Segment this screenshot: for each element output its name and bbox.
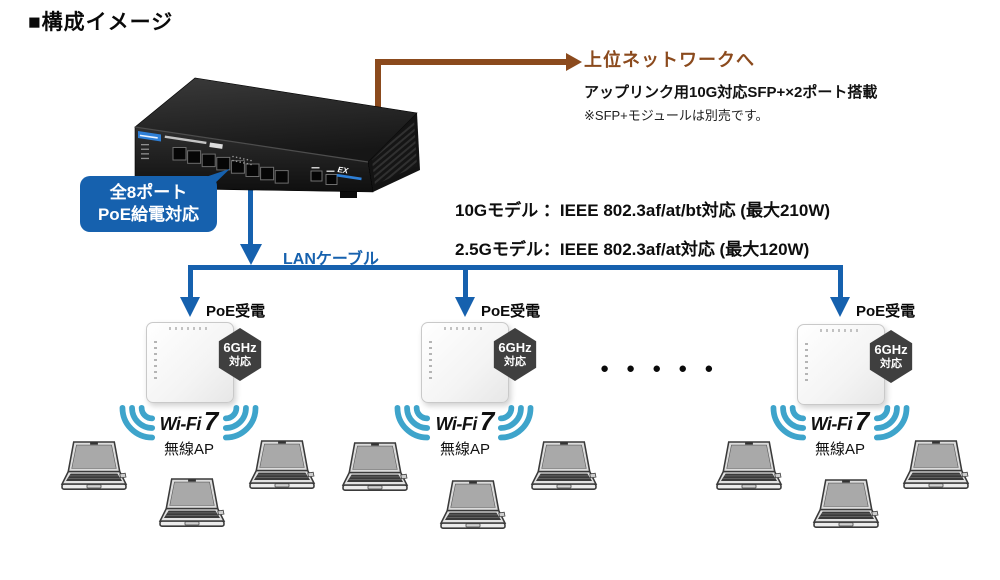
spec-line-10g: 10Gモデル ：IEEE 802.3af/at/bt対応 (最大210W) bbox=[455, 201, 831, 220]
lan-drop-arrowhead-icon bbox=[240, 244, 262, 265]
laptop-icon bbox=[807, 478, 885, 535]
laptop-icon bbox=[153, 477, 231, 534]
badge-taiou-text: 対応 bbox=[504, 355, 526, 368]
ap-top-vents bbox=[169, 327, 209, 330]
wifi-brand-label: Wi-Fi bbox=[159, 414, 202, 434]
ap-vents bbox=[429, 341, 432, 383]
uplink-heading: 上位ネットワークへ bbox=[584, 50, 755, 70]
uplink-note: ※SFP+モジュールは別売です。 bbox=[584, 108, 769, 123]
lan-branch-line-1 bbox=[188, 265, 193, 299]
uplink-subheading: アップリンク用10G対応SFP+×2ポート搭載 bbox=[584, 84, 878, 101]
ap-vents bbox=[154, 341, 157, 383]
poe-switch-image: EX bbox=[134, 77, 420, 198]
svg-text:EX: EX bbox=[337, 165, 350, 176]
poe-receive-label-3: PoE受電 bbox=[856, 303, 916, 320]
lan-branch-arrowhead-icon-2 bbox=[455, 297, 475, 317]
switch-foot bbox=[340, 190, 357, 198]
wifi-brand-label: Wi-Fi bbox=[435, 414, 478, 434]
badge-6ghz-text: 6GHz bbox=[874, 341, 908, 357]
poe-receive-label-1: PoE受電 bbox=[206, 303, 266, 320]
laptop-icon bbox=[525, 440, 603, 497]
wifi-generation-label: 7 bbox=[479, 406, 495, 436]
laptop-icon bbox=[243, 439, 321, 496]
laptop-icon bbox=[897, 439, 975, 496]
uplink-arrow-vertical bbox=[375, 59, 381, 107]
sfp-ports bbox=[310, 167, 338, 185]
laptop-icon bbox=[434, 479, 512, 536]
ex-series-logo: EX bbox=[336, 165, 362, 181]
page-title: ■構成イメージ bbox=[28, 11, 174, 34]
lan-branch-line-3 bbox=[838, 265, 843, 299]
lan-branch-line-2 bbox=[463, 265, 468, 299]
lan-branch-arrowhead-icon-1 bbox=[180, 297, 200, 317]
model-specs: 10Gモデル ：IEEE 802.3af/at/bt対応 (最大210W) 2.… bbox=[455, 196, 830, 274]
wifi-generation-label: 7 bbox=[203, 406, 219, 436]
poe-receive-label-2: PoE受電 bbox=[481, 303, 541, 320]
laptop-icon bbox=[336, 441, 414, 498]
badge-6ghz-text: 6GHz bbox=[223, 339, 257, 355]
badge-taiou-text: 対応 bbox=[229, 355, 251, 368]
ellipsis-dots: ●●●●● bbox=[600, 360, 731, 377]
switch-vents bbox=[372, 119, 417, 185]
callout-line1: 全8ポート bbox=[109, 182, 188, 202]
badge-taiou-text: 対応 bbox=[880, 357, 902, 370]
poe-callout-bubble: 全8ポート PoE給電対応 bbox=[80, 176, 217, 232]
rj45-ports bbox=[172, 147, 289, 184]
ap-top-vents bbox=[820, 329, 860, 332]
port-led-dots bbox=[232, 155, 252, 166]
spec-line-2-5g: 2.5Gモデル：IEEE 802.3af/at対応 (最大120W) bbox=[455, 240, 810, 259]
wifi-generation-label: 7 bbox=[854, 406, 870, 436]
uplink-arrow-horizontal bbox=[375, 59, 568, 65]
wireless-ap-label: 無線AP bbox=[814, 441, 865, 458]
switch-led-legend bbox=[141, 144, 149, 160]
laptop-icon bbox=[55, 440, 133, 497]
lan-drop-line bbox=[248, 188, 253, 244]
uplink-arrowhead-icon bbox=[566, 53, 582, 71]
lan-cable-label: LANケーブル bbox=[283, 251, 379, 268]
wireless-ap-label: 無線AP bbox=[439, 441, 490, 458]
badge-6ghz-1: 6GHz 対応 bbox=[218, 328, 262, 381]
ap-vents bbox=[805, 343, 808, 385]
badge-6ghz-text: 6GHz bbox=[498, 339, 532, 355]
ap-top-vents bbox=[444, 327, 484, 330]
laptop-icon bbox=[710, 440, 788, 497]
wifi-brand-label: Wi-Fi bbox=[810, 414, 853, 434]
callout-line2: PoE給電対応 bbox=[97, 205, 200, 224]
lan-trunk-line bbox=[188, 265, 843, 270]
switch-model-text bbox=[164, 135, 207, 145]
wireless-ap-label: 無線AP bbox=[163, 441, 214, 458]
lan-branch-arrowhead-icon-3 bbox=[830, 297, 850, 317]
uplink-text-block: 上位ネットワークへ アップリンク用10G対応SFP+×2ポート搭載 ※SFP+モ… bbox=[584, 46, 877, 124]
